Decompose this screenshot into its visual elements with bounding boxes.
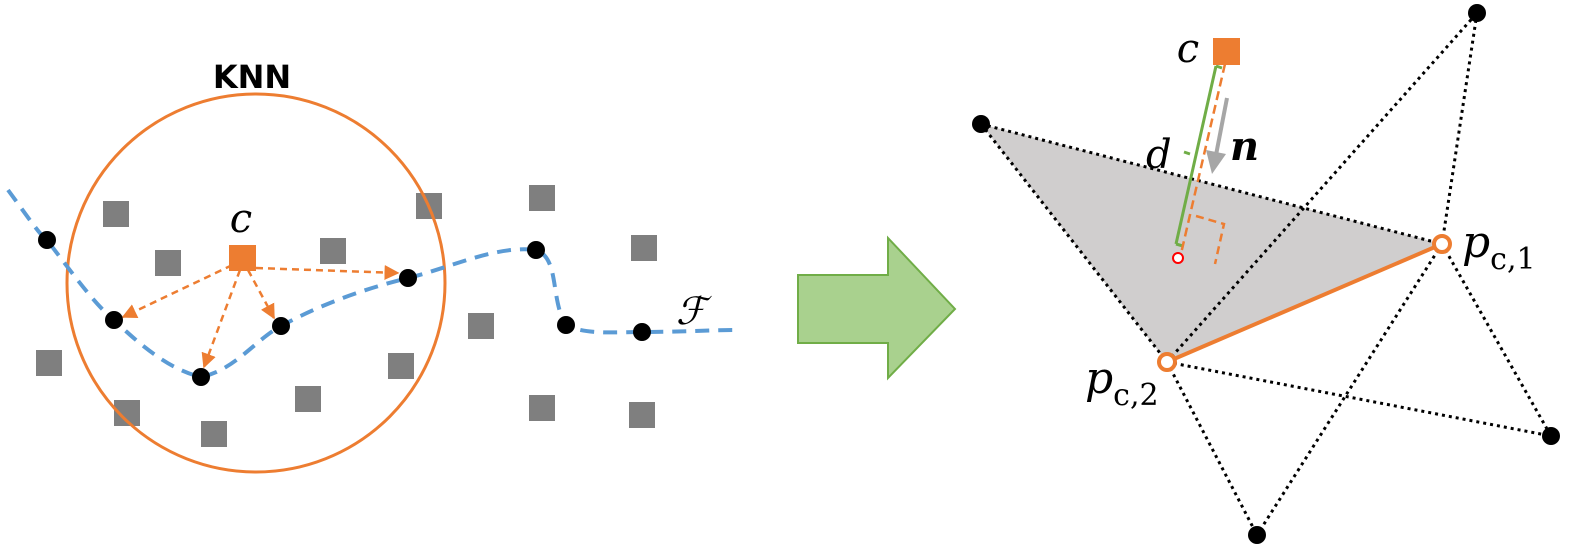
projection-line <box>1178 63 1227 259</box>
knn-arrow <box>201 269 242 369</box>
vertex-pc2 <box>1157 352 1177 372</box>
nearest-edge <box>1166 242 1443 364</box>
knn-label: KNN <box>213 58 291 96</box>
right-angle-mark <box>1195 214 1226 265</box>
centroid-label: c <box>230 196 252 242</box>
cloud-square <box>201 421 227 447</box>
cloud-square <box>36 350 62 376</box>
cloud-square <box>155 250 181 276</box>
centroid-square <box>229 245 256 271</box>
mesh-edge <box>1165 12 1479 363</box>
mesh-edge <box>979 123 1169 363</box>
transition-arrow <box>797 235 957 381</box>
mesh-edge <box>1166 360 1552 438</box>
cloud-square <box>529 395 555 421</box>
vertex-label-pc1: pc,1 <box>1462 217 1536 277</box>
curve-point <box>192 368 210 386</box>
centroid-label-right: c <box>1177 26 1199 72</box>
distance-label: d <box>1146 132 1172 178</box>
cloud-square <box>631 235 657 261</box>
cloud-square <box>320 238 346 264</box>
foot-point <box>1172 252 1184 264</box>
shaded-triangle <box>981 124 1442 362</box>
curve-point <box>272 317 290 335</box>
mesh-vertices <box>972 4 1560 544</box>
cloud-square <box>295 386 321 412</box>
vertex-pc1 <box>1432 234 1452 254</box>
centroid-square-right <box>1213 38 1240 65</box>
knn-arrow <box>246 269 276 320</box>
cloud-square <box>529 185 555 211</box>
mesh-vertex <box>1248 526 1266 544</box>
normal-label: n <box>1230 123 1259 170</box>
knn-circle <box>65 92 447 474</box>
curve-point <box>399 269 417 287</box>
mesh-vertex <box>972 115 990 133</box>
point-cloud-squares <box>36 185 657 447</box>
curve-point <box>105 311 123 329</box>
vertex-label-pc2: pc,2 <box>1085 353 1159 413</box>
left-panel: KNN ℱ c <box>6 58 736 474</box>
cloud-square <box>468 313 494 339</box>
curve-label: ℱ <box>676 289 712 333</box>
curve-points <box>38 231 651 386</box>
knn-arrows <box>121 258 400 369</box>
mesh-edge <box>1165 361 1259 536</box>
cloud-square <box>629 402 655 428</box>
cloud-square <box>388 353 414 379</box>
curve-point <box>38 231 56 249</box>
mesh-vertex <box>1542 427 1560 445</box>
mesh-edges <box>979 12 1553 536</box>
curve-f <box>6 188 736 380</box>
mesh-edge <box>1255 243 1444 536</box>
cloud-square <box>103 201 129 227</box>
knn-arrow <box>121 258 244 319</box>
curve-point <box>527 241 545 259</box>
mesh-vertex <box>1468 4 1486 22</box>
knn-arrow <box>255 265 400 281</box>
right-panel: n d c pc,1 pc,2 <box>972 4 1560 544</box>
curve-point <box>557 316 575 334</box>
mesh-edge <box>980 122 1443 246</box>
curve-point <box>633 323 651 341</box>
mesh-edge <box>1440 243 1553 437</box>
normal-arrow <box>1206 97 1229 174</box>
